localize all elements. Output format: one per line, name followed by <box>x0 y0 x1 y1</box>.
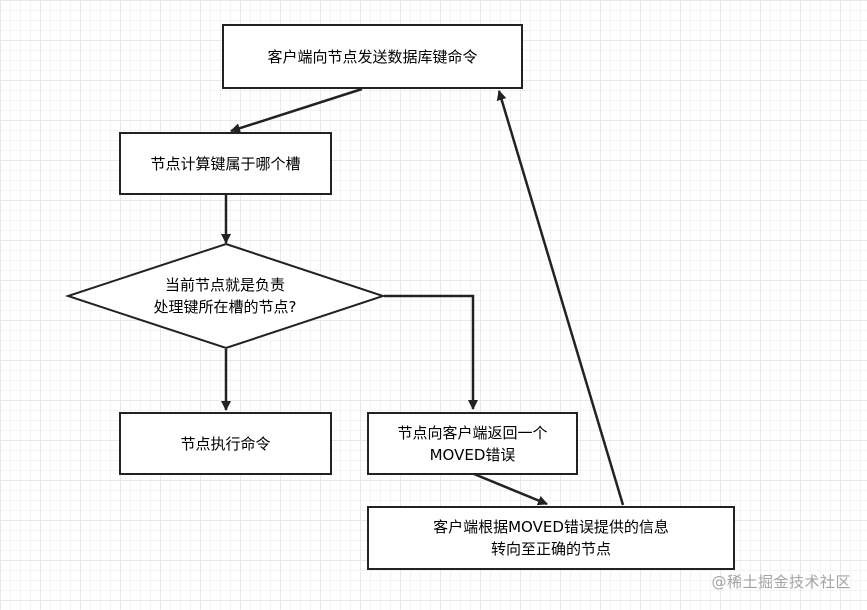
arrow-decision-to-moved <box>384 294 478 410</box>
arrow-redirect-to-start <box>496 90 625 506</box>
decision-line-2: 处理键所在槽的节点? <box>153 298 297 316</box>
redirect-line-1: 客户端根据MOVED错误提供的信息 <box>433 518 669 536</box>
redirect-line-2: 转向至正确的节点 <box>490 540 611 558</box>
moved-error-line-2: MOVED错误 <box>429 445 516 464</box>
moved-error-node: 节点向客户端返回一个 MOVED错误 <box>367 412 578 475</box>
execute-label: 节点执行命令 <box>180 434 271 453</box>
arrow-start-to-compute <box>230 87 363 134</box>
decision-label: 当前节点就是负责 处理键所在槽的节点? <box>100 252 350 340</box>
compute-slot-label: 节点计算键属于哪个槽 <box>150 154 301 173</box>
execute-node: 节点执行命令 <box>119 412 332 475</box>
decision-diamond <box>64 242 387 350</box>
moved-error-line-1: 节点向客户端返回一个 <box>397 423 548 442</box>
start-node-label: 客户端向节点发送数据库键命令 <box>267 47 478 66</box>
decision-line-1: 当前节点就是负责 <box>164 276 285 294</box>
redirect-node: 客户端根据MOVED错误提供的信息 转向至正确的节点 <box>367 506 735 570</box>
start-node: 客户端向节点发送数据库键命令 <box>222 24 523 89</box>
compute-slot-node: 节点计算键属于哪个槽 <box>119 132 332 195</box>
arrow-moved-to-redirect <box>473 472 548 506</box>
watermark: @稀土掘金技术社区 <box>711 573 851 591</box>
